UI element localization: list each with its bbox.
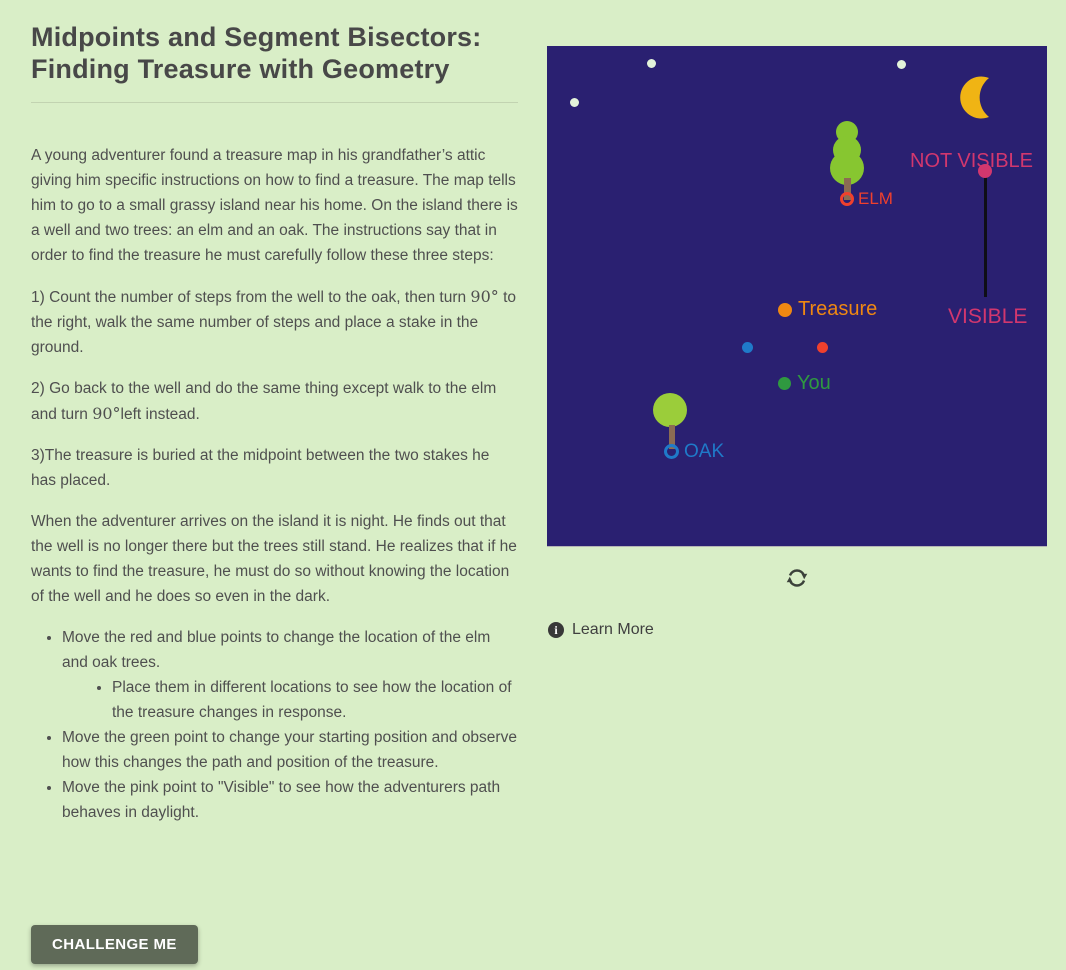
oak-label: OAK (684, 441, 725, 462)
geogebra-applet-canvas[interactable]: ELM NOT VISIBLE VISIBLE Treasure You OAK (547, 46, 1047, 547)
challenge-me-button[interactable]: CHALLENGE ME (31, 925, 198, 964)
learn-more-label: Learn More (572, 621, 654, 638)
refresh-icon[interactable] (783, 565, 811, 593)
step-1-degree: 90° (470, 287, 499, 307)
page-title-line2: Finding Treasure with Geometry (31, 53, 450, 84)
visible-label: VISIBLE (948, 305, 1028, 328)
red-point[interactable] (817, 342, 828, 353)
sub-list-item: Place them in different locations to see… (112, 675, 518, 725)
info-icon: i (548, 622, 564, 638)
step-1-text-cont: to the right, walk the same number of st… (31, 289, 516, 357)
instructions-list: Move the red and blue points to change t… (31, 625, 518, 825)
elm-point[interactable] (840, 192, 854, 206)
list-item-text: Move the pink point to "Visible" to see … (62, 779, 501, 822)
star-dot (570, 98, 579, 107)
step-2-degree: 90° (92, 404, 121, 424)
title-divider (31, 102, 518, 104)
oak-tree-canopy (653, 393, 687, 427)
oak-point[interactable] (664, 444, 679, 459)
page-title: Midpoints and Segment Bisectors: Finding… (31, 22, 518, 85)
treasure-label: Treasure (798, 298, 878, 320)
instructions-sublist: Place them in different locations to see… (62, 675, 518, 725)
step-2-text-cont: left instead. (120, 406, 200, 424)
refresh-icon-glyph (786, 568, 808, 587)
crescent-moon-icon (960, 76, 989, 119)
sub-list-item-text: Place them in different locations to see… (112, 679, 512, 722)
list-item-text: Move the red and blue points to change t… (62, 629, 491, 672)
step-1-text: 1) Count the number of steps from the we… (31, 289, 471, 307)
step-2-paragraph: 2) Go back to the well and do the same t… (31, 376, 518, 427)
page-title-line1: Midpoints and Segment Bisectors: (31, 22, 482, 52)
oak-tree-trunk (669, 425, 675, 449)
night-paragraph: When the adventurer arrives on the islan… (31, 513, 517, 606)
list-item: Move the red and blue points to change t… (62, 625, 518, 725)
list-item-text: Move the green point to change your star… (62, 729, 517, 772)
elm-tree-trunk (844, 178, 851, 200)
blue-point[interactable] (742, 342, 753, 353)
step-2-text: 2) Go back to the well and do the same t… (31, 380, 497, 424)
visibility-slider-track[interactable] (984, 174, 987, 297)
list-item: Move the green point to change your star… (62, 725, 518, 775)
you-point[interactable] (778, 377, 791, 390)
star-dot (647, 59, 656, 68)
text-column: Midpoints and Segment Bisectors: Finding… (31, 22, 518, 825)
star-dot (897, 60, 906, 69)
intro-paragraph: A young adventurer found a treasure map … (31, 147, 518, 265)
article-body: A young adventurer found a treasure map … (31, 143, 518, 825)
step-3-paragraph: 3)The treasure is buried at the midpoint… (31, 443, 518, 493)
not-visible-label: NOT VISIBLE (910, 150, 1034, 172)
you-label: You (797, 372, 831, 394)
learn-more-link[interactable]: i Learn More (548, 621, 654, 639)
list-item: Move the pink point to "Visible" to see … (62, 775, 518, 825)
visibility-slider-point[interactable] (978, 164, 992, 178)
elm-label: ELM (858, 189, 893, 208)
step-3-text: 3)The treasure is buried at the midpoint… (31, 447, 490, 490)
treasure-point (778, 303, 792, 317)
step-1-paragraph: 1) Count the number of steps from the we… (31, 284, 518, 360)
